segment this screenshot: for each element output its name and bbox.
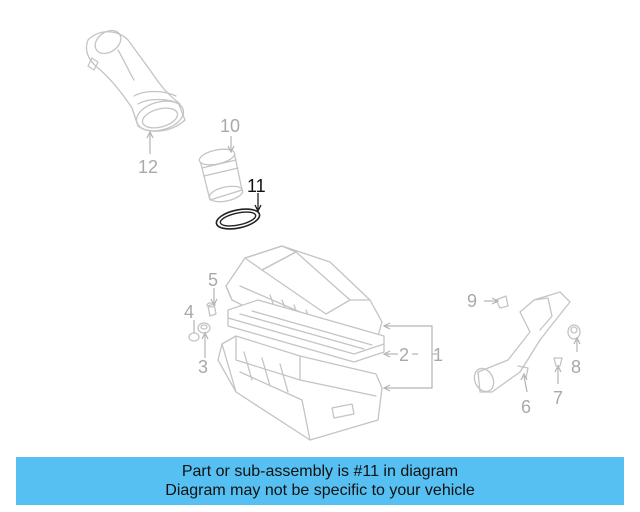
part-1-air-cleaner-case [217,335,383,441]
callout-9: 9 [467,291,477,311]
part-3-grommet [197,322,211,334]
banner-line-part-number: Part or sub-assembly is #11 in diagram [181,463,459,480]
part-12-intake-hose [85,29,186,132]
callout-10: 10 [220,116,240,136]
part-6-air-duct [473,291,571,393]
callout-6: 6 [521,397,531,417]
callout-8: 8 [571,357,581,377]
part-10-connector [198,148,244,203]
part-4-clip [188,332,200,342]
part-8-grommet [567,324,581,340]
callout-7: 7 [553,388,563,408]
banner-line-disclaimer: Diagram may not be specific to your vehi… [165,482,475,499]
info-banner: Part or sub-assembly is #11 in diagram D… [16,457,624,505]
leader-lines [146,130,581,393]
callout-2: 2 [399,345,409,365]
callout-4: 4 [184,302,194,322]
part-11-gasket [215,208,261,230]
part-5-screw [206,302,217,317]
callout-5: 5 [208,270,218,290]
callout-11: 11 [247,176,266,196]
callout-1: 1 [433,345,443,365]
part-7-clip [553,357,563,367]
callout-12: 12 [138,157,158,177]
part-9-clip [495,295,509,309]
part-2-filter-element [227,299,385,363]
parts-diagram: 12 10 11 5 4 3 2 1 9 8 7 6 [85,29,581,441]
callout-3: 3 [198,357,208,377]
